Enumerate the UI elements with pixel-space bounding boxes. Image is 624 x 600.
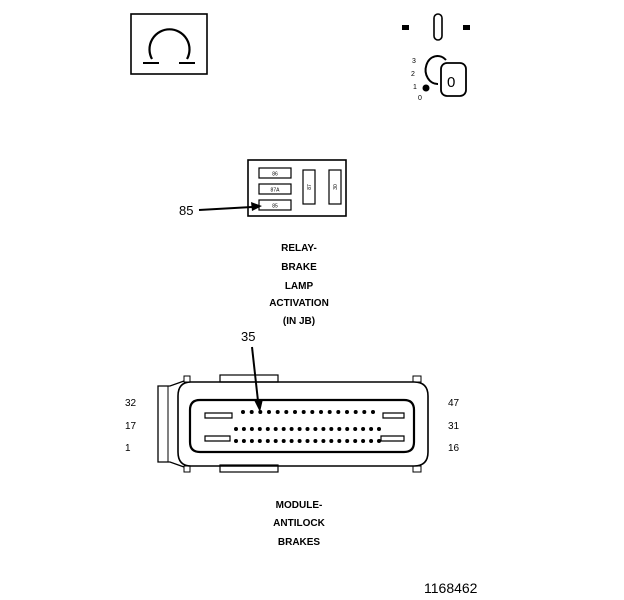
connector-pin [319, 410, 323, 414]
connector-pin [241, 439, 246, 443]
relay-name-label: RELAY- BRAKE LAMP ACTIVATION (IN JB) [269, 243, 329, 327]
module-callout-leader [251, 346, 259, 402]
connector-pin [301, 410, 306, 414]
relay-name-line: RELAY- [281, 243, 317, 254]
connector-pin [249, 427, 254, 431]
connector-pin [257, 427, 262, 431]
module-name-line: BRAKES [278, 537, 321, 548]
relay-slot-87: 87 [307, 184, 313, 190]
connector-pin [293, 410, 297, 414]
module-name-label: MODULE- ANTILOCK BRAKES [273, 500, 325, 548]
connector-pin [353, 439, 358, 443]
relay-name-line: LAMP [285, 281, 314, 292]
module-name-line: ANTILOCK [273, 518, 325, 529]
module-connector [157, 374, 429, 473]
connector-pin [249, 410, 254, 414]
ignition-position-2: 2 [411, 71, 415, 78]
connector-pin [297, 427, 302, 431]
connector-pin [267, 410, 271, 414]
connector-pin [345, 410, 349, 414]
relay-pin-callout: 85 [179, 203, 193, 218]
connector-pin [241, 410, 245, 414]
relay-name-line: BRAKE [281, 262, 317, 273]
connector-pin [361, 427, 366, 431]
connector-pin [249, 439, 254, 443]
connector-pin [284, 410, 289, 414]
connector-pin [265, 427, 270, 431]
connector-pin [281, 427, 286, 431]
connector-pin [345, 439, 350, 443]
module-pin-number-31: 31 [448, 421, 460, 432]
connector-pin [377, 427, 381, 431]
relay-slot-30: 30 [333, 184, 339, 190]
relay-name-line: ACTIVATION [269, 298, 329, 309]
ignition-switch-icon: 0 3 2 1 0 [402, 13, 470, 102]
connector-pin [345, 427, 350, 431]
connector-pin [329, 439, 334, 443]
ignition-position-3: 3 [412, 58, 416, 65]
relay-name-line: (IN JB) [283, 316, 315, 327]
relay-slot-86: 86 [272, 172, 278, 178]
connector-pin [289, 427, 294, 431]
connector-pin [362, 410, 367, 414]
ignition-position-1: 1 [413, 84, 417, 91]
relay-callout-leader [198, 206, 253, 211]
connector-pin [361, 439, 366, 443]
module-pin-number-16: 16 [448, 443, 460, 454]
relay-slot-87a: 87A [271, 188, 281, 194]
module-name-line: MODULE- [276, 500, 323, 511]
connector-pin [234, 427, 238, 431]
connector-pin [353, 427, 358, 431]
connector-pin [265, 439, 270, 443]
connector-pin [257, 439, 262, 443]
connector-pin [337, 427, 342, 431]
connector-pin [313, 427, 318, 431]
relay-callout-arrowhead [251, 202, 262, 211]
connector-pin [273, 427, 278, 431]
connector-pin [327, 410, 332, 414]
module-pin-callout: 35 [241, 329, 255, 344]
ignition-position-0: 0 [418, 95, 422, 102]
connector-pin [369, 439, 374, 443]
connector-pin [275, 410, 280, 414]
module-pin-number-17: 17 [125, 421, 137, 432]
connector-pin [321, 439, 326, 443]
connector-pin [377, 439, 381, 443]
brake-warning-lamp-icon [130, 13, 208, 75]
connector-pin [353, 410, 358, 414]
connector-pin [281, 439, 286, 443]
connector-pin [305, 427, 310, 431]
module-callout-arrowhead [254, 399, 263, 412]
connector-pin [336, 410, 341, 414]
connector-pin [241, 427, 246, 431]
relay-slot-85: 85 [272, 204, 278, 210]
connector-pin [310, 410, 315, 414]
connector-pin [258, 410, 263, 414]
module-pin-number-1: 1 [125, 443, 131, 454]
connector-pin [337, 439, 342, 443]
relay-brake-lamp-activation: 86 87A 85 87 30 [247, 159, 347, 217]
module-pin-number-32: 32 [125, 398, 137, 409]
connector-pin [273, 439, 278, 443]
figure-number: 1168462 [424, 580, 478, 596]
key-position-label: 0 [447, 74, 455, 91]
connector-pin [305, 439, 310, 443]
connector-pin [234, 439, 238, 443]
connector-pin [313, 439, 318, 443]
connector-pins [234, 410, 381, 443]
connector-pin [289, 439, 294, 443]
connector-pin [321, 427, 326, 431]
connector-pin [329, 427, 334, 431]
module-pin-number-47: 47 [448, 398, 460, 409]
connector-pin [297, 439, 302, 443]
connector-pin [369, 427, 374, 431]
connector-pin [371, 410, 375, 414]
